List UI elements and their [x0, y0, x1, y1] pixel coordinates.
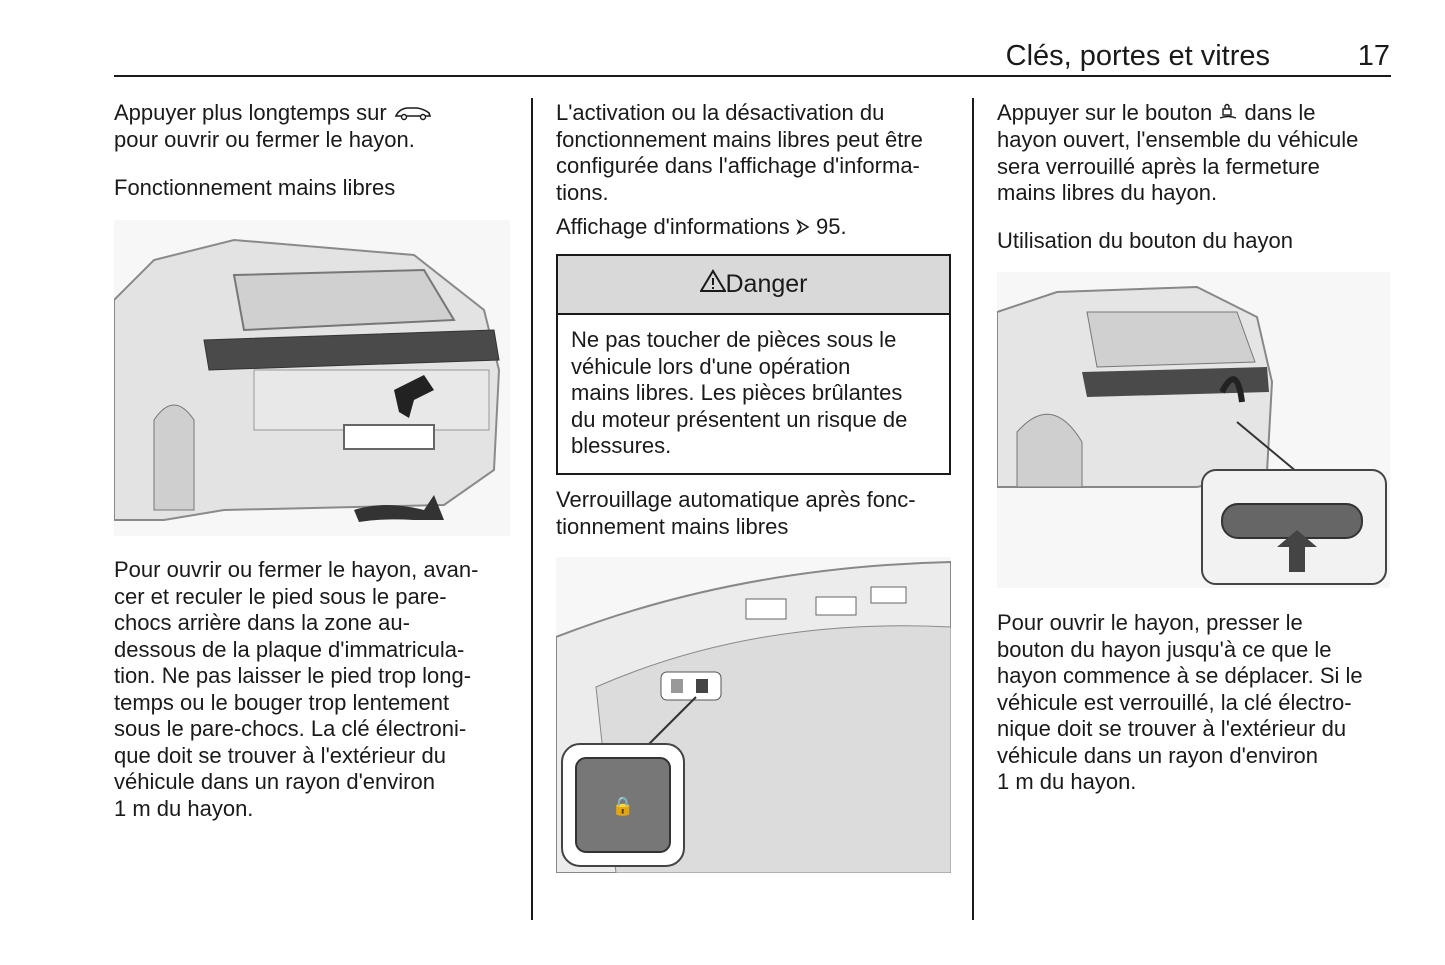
text-line: blessures. — [571, 433, 672, 458]
text-line: tionnement mains libres — [556, 513, 789, 539]
column-3-lower: Pour ouvrir le hayon, presser le bouton … — [997, 610, 1397, 796]
text-line: Appuyer sur le bouton — [997, 100, 1213, 125]
column-2: L'activation ou la désactivation du fonc… — [556, 100, 956, 241]
running-header-title: Clés, portes et vitres — [1005, 40, 1270, 72]
text-line: véhicule lors d'une opération — [571, 353, 851, 379]
text-line: dans le — [1244, 100, 1316, 125]
xref-page: 95. — [815, 214, 847, 239]
tailgate-button-illustration — [997, 272, 1390, 588]
subheading-hands-free: Fonctionnement mains libres — [114, 174, 396, 200]
text-line: dessous de la plaque d'immatricula- — [114, 636, 465, 662]
danger-header: Danger — [558, 256, 949, 315]
text-line: L'activation ou la désactivation du — [556, 100, 885, 125]
svg-text:🔒: 🔒 — [612, 796, 634, 817]
text-line: Ne pas toucher de pièces sous le — [571, 327, 897, 352]
text-line: bouton du hayon jusqu'à ce que le — [997, 636, 1332, 662]
xref-text: Affichage d'informations — [556, 214, 790, 239]
text-line: tion. Ne pas laisser le pied trop long- — [114, 663, 472, 688]
text-line: fonctionnement mains libres peut être — [556, 126, 923, 152]
warning-triangle-icon — [698, 269, 727, 300]
tailgate-lock-button-illustration: 🔒 — [556, 557, 951, 873]
text-line: Pour ouvrir ou fermer le hayon, avan- — [114, 557, 479, 582]
text-line: temps ou le bouger trop lentement — [114, 689, 450, 715]
car-key-icon — [393, 101, 433, 128]
danger-body: Ne pas toucher de pièces sous le véhicul… — [558, 315, 949, 460]
header-rule — [114, 75, 1391, 77]
paragraph-2: Pour ouvrir ou fermer le hayon, avan- ce… — [114, 557, 514, 822]
paragraph-open-tailgate: Pour ouvrir le hayon, presser le bouton … — [997, 610, 1397, 796]
cross-reference[interactable]: Affichage d'informations 95. — [556, 214, 956, 241]
text-line: Verrouillage automatique après fonc- — [556, 487, 916, 512]
paragraph-lock-button: Appuyer sur le bouton dans le hayon ouve… — [997, 100, 1397, 207]
text-line: tions. — [556, 179, 609, 205]
text-line: 1 m du hayon. — [114, 795, 254, 821]
text-line: hayon ouvert, l'ensemble du véhicule — [997, 127, 1359, 153]
text-line: nique doit se trouver à l'extérieur du — [997, 716, 1347, 741]
page-number: 17 — [1357, 40, 1390, 72]
text-line: du moteur présentent un risque de — [571, 406, 908, 432]
hands-free-tailgate-illustration — [114, 220, 510, 536]
column-divider-2 — [972, 98, 974, 920]
column-1-lower: Pour ouvrir ou fermer le hayon, avan- ce… — [114, 557, 514, 822]
danger-title: Danger — [725, 270, 808, 298]
text-line: mains libres du hayon. — [997, 180, 1218, 206]
text-line: chocs arrière dans la zone au- — [114, 610, 410, 635]
paragraph-text: pour ouvrir ou fermer le hayon. — [114, 127, 415, 153]
text-line: véhicule est verrouillé, la clé électro- — [997, 689, 1352, 715]
text-line: sera verrouillé après la fermeture — [997, 153, 1320, 179]
arrow-reference-icon — [796, 215, 810, 242]
text-line: Pour ouvrir le hayon, presser le — [997, 610, 1303, 635]
text-line: véhicule dans un rayon d'environ — [114, 769, 435, 794]
text-line: véhicule dans un rayon d'environ — [997, 742, 1318, 768]
danger-box: Danger Ne pas toucher de pièces sous le … — [556, 254, 951, 475]
text-line: cer et reculer le pied sous le pare- — [114, 583, 447, 609]
text-line: 1 m du hayon. — [997, 769, 1137, 794]
paragraph-text: Appuyer plus longtemps sur — [114, 100, 387, 125]
text-line: que doit se trouver à l'extérieur du — [114, 742, 446, 768]
text-line: mains libres. Les pièces brûlantes — [571, 380, 903, 405]
paragraph-activation: L'activation ou la désactivation du fonc… — [556, 100, 956, 206]
subheading-tailgate-button: Utilisation du bouton du hayon — [997, 227, 1293, 253]
paragraph-1: Appuyer plus longtemps sur pour ouvrir o… — [114, 100, 514, 154]
column-1: Appuyer plus longtemps sur pour ouvrir o… — [114, 100, 514, 201]
column-3: Appuyer sur le bouton dans le hayon ouve… — [997, 100, 1397, 254]
column-divider-1 — [531, 98, 533, 920]
text-line: configurée dans l'affichage d'informa- — [556, 153, 920, 178]
text-line: hayon commence à se déplacer. Si le — [997, 663, 1363, 688]
subheading-auto-lock: Verrouillage automatique après fonc- tio… — [556, 487, 956, 540]
lock-tailgate-icon — [1218, 101, 1238, 128]
text-line: sous le pare-chocs. La clé électroni- — [114, 716, 467, 741]
